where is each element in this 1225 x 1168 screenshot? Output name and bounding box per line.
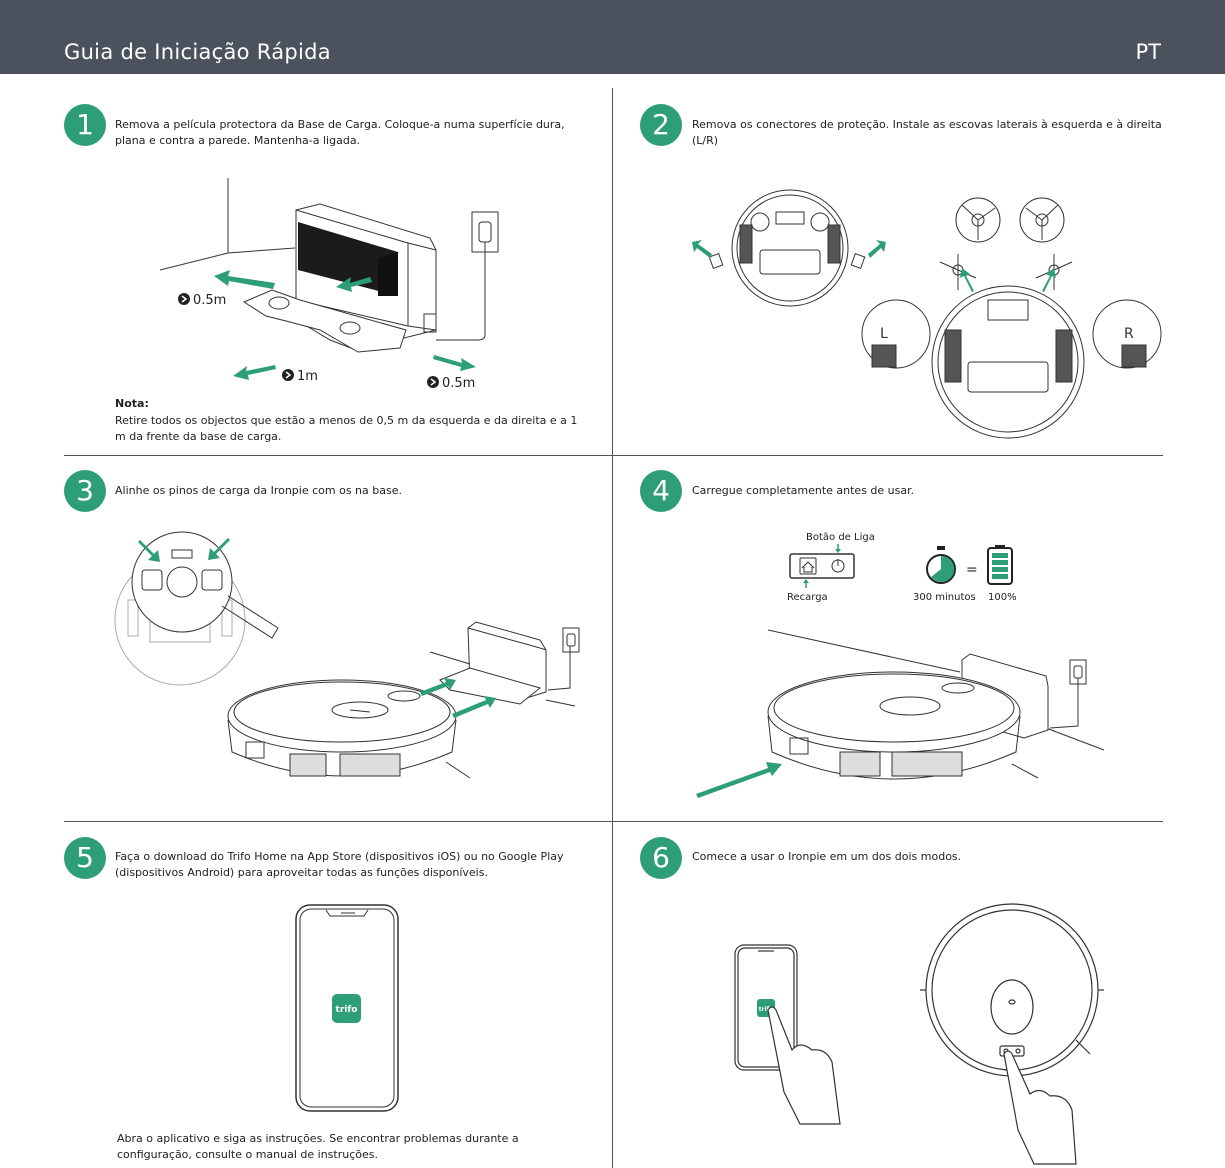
hand-tapping-phone bbox=[768, 1007, 840, 1124]
